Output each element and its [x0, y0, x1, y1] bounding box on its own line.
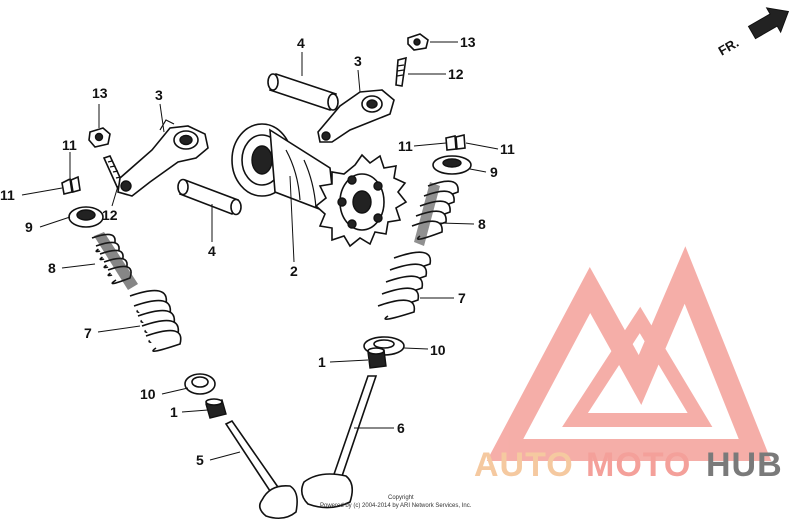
callout-11-right-left: 11	[398, 138, 413, 154]
callout-12-right: 12	[448, 66, 464, 82]
callout-2: 2	[290, 263, 298, 279]
intake-valve-5	[224, 419, 298, 520]
rocker-shaft-4-left	[177, 178, 242, 216]
callout-4-top: 4	[297, 35, 305, 51]
brand-text-auto: AUTO	[474, 446, 574, 484]
callout-1-left: 1	[170, 404, 178, 420]
callout-11-left-lower: 11	[0, 187, 15, 203]
copyright-notice: Copyright Powered by (c) 2004-2014 by AR…	[320, 495, 472, 509]
callout-9-right: 9	[490, 164, 498, 180]
watermark-brand-text: AUTO MOTO HUB	[474, 446, 783, 484]
callout-12-left: 12	[102, 207, 118, 223]
callout-10-right: 10	[430, 342, 446, 358]
callout-labels: 13 3 11 11 12 9 8 7 4 4 2 3 13 12 11 11 …	[0, 34, 515, 468]
callout-6: 6	[397, 420, 405, 436]
adjust-screw-12-right	[395, 56, 407, 87]
callout-11-left-upper: 11	[62, 137, 77, 153]
callout-4-left: 4	[208, 243, 216, 259]
rocker-arm-3-left	[117, 119, 209, 197]
spring-retainer-9-left	[68, 206, 104, 228]
callout-9-left: 9	[25, 219, 33, 235]
copyright-line1: Copyright	[388, 495, 414, 501]
stem-seal-1-right	[367, 347, 387, 369]
rocker-arm-3-right	[317, 89, 395, 143]
cam-sprocket	[314, 153, 408, 248]
callout-7-right: 7	[458, 290, 466, 306]
nut-13-left	[88, 127, 111, 148]
fr-label: FR.	[716, 35, 742, 58]
callout-5: 5	[196, 452, 204, 468]
brand-text-moto: MOTO	[586, 446, 691, 484]
outer-spring-7-left	[129, 289, 182, 352]
callout-13-left: 13	[92, 85, 108, 101]
callout-8-left: 8	[48, 260, 56, 276]
front-direction-marker: FR.	[716, 7, 790, 58]
watermark-logo	[486, 246, 772, 461]
brand-text-hub: HUB	[706, 446, 783, 484]
callout-8-right: 8	[478, 216, 486, 232]
outer-spring-7-right	[377, 251, 432, 320]
callout-7-left: 7	[84, 325, 92, 341]
callout-13-right: 13	[460, 34, 476, 50]
leader-lines	[21, 41, 499, 461]
inner-spring-8-right	[411, 180, 459, 246]
callout-10-left: 10	[140, 386, 156, 402]
stem-seal-1-left	[205, 398, 227, 419]
valve-cotters-11-left	[61, 175, 81, 195]
nut-13-right	[407, 33, 429, 51]
inner-spring-8-left	[91, 232, 138, 290]
callout-3-right: 3	[354, 53, 362, 69]
spring-retainer-9-right	[432, 155, 472, 175]
copyright-line2: Powered by (c) 2004-2014 by ARI Network …	[320, 503, 472, 509]
exhaust-valve-6	[300, 375, 378, 509]
callout-3-left: 3	[155, 87, 163, 103]
camshaft-2	[231, 123, 336, 217]
rocker-shaft-4-top	[267, 72, 339, 112]
callout-11-right-right: 11	[500, 141, 515, 157]
callout-1-right: 1	[318, 354, 326, 370]
valve-cotters-11-right	[445, 133, 466, 151]
spring-seat-10-left	[184, 373, 216, 395]
